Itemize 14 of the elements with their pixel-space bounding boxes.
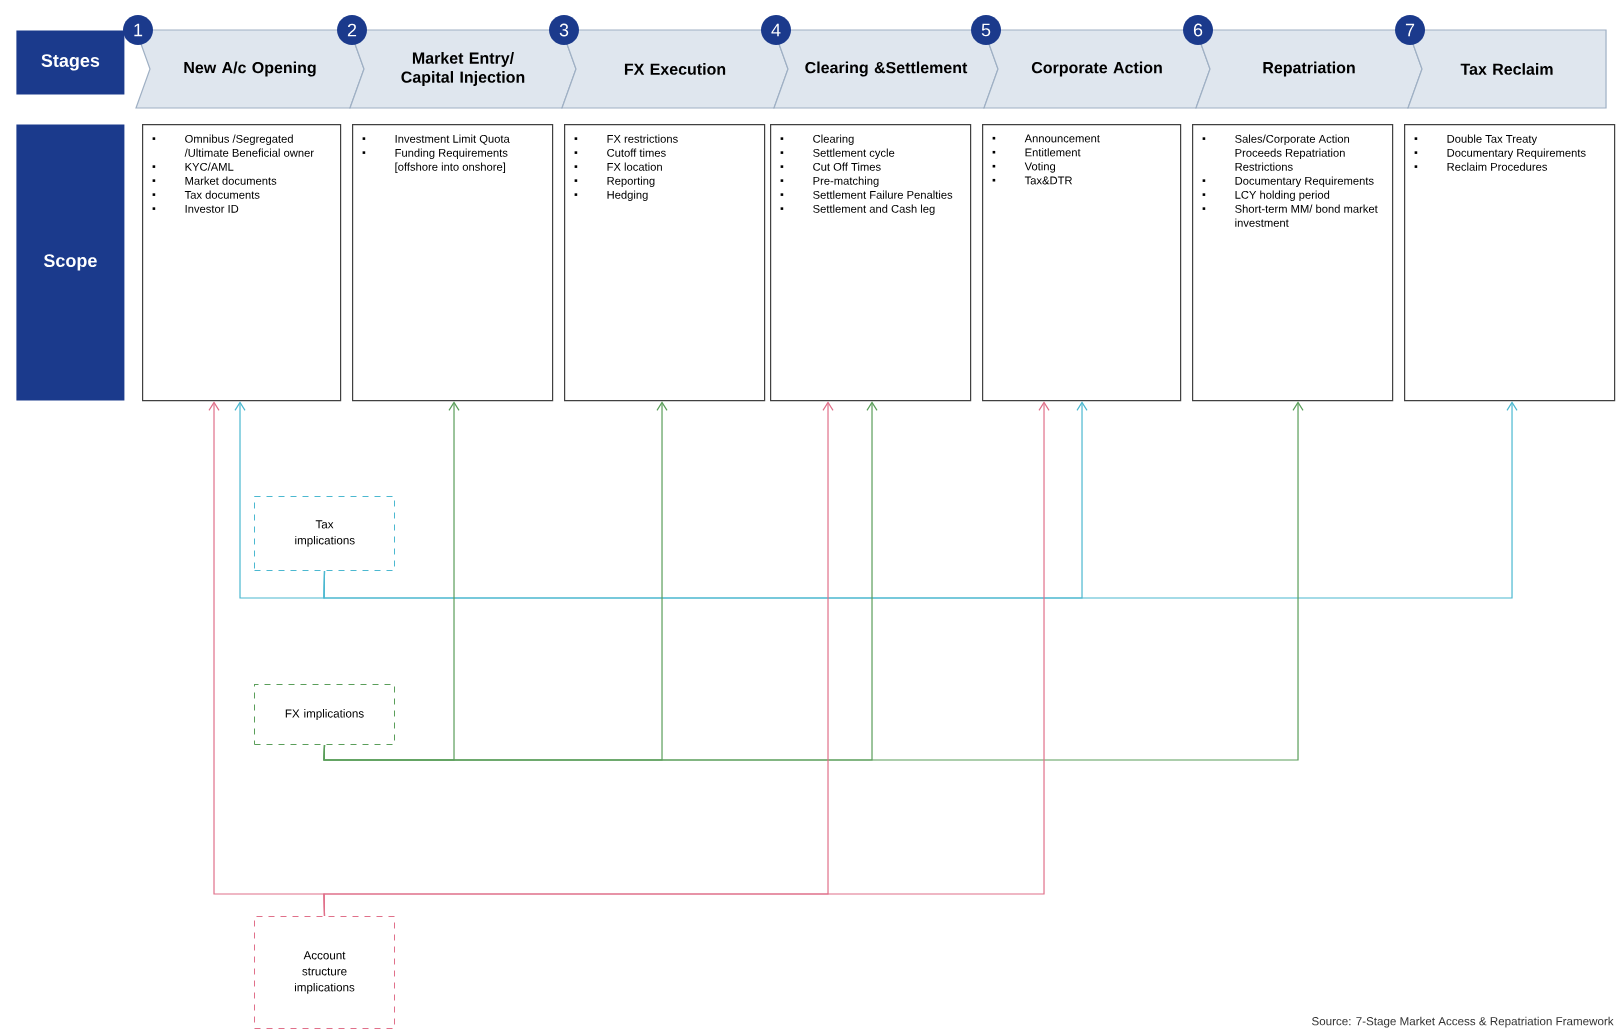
step-number: 5 xyxy=(971,15,1001,45)
node-label: Tax Reclaim xyxy=(1460,63,1553,75)
step-number: 4 xyxy=(761,15,791,45)
step-number: 3 xyxy=(549,15,579,45)
step-number: 1 xyxy=(123,15,153,45)
step-number: 2 xyxy=(337,15,367,45)
arrow xyxy=(323,401,1518,599)
step-number: 6 xyxy=(1183,15,1213,45)
row-header: Scope xyxy=(16,124,125,401)
arrow xyxy=(234,401,326,599)
step-number: 7 xyxy=(1395,15,1426,45)
arrow xyxy=(323,401,1050,917)
arrow xyxy=(323,401,1304,761)
row-header: Stages xyxy=(16,30,125,95)
